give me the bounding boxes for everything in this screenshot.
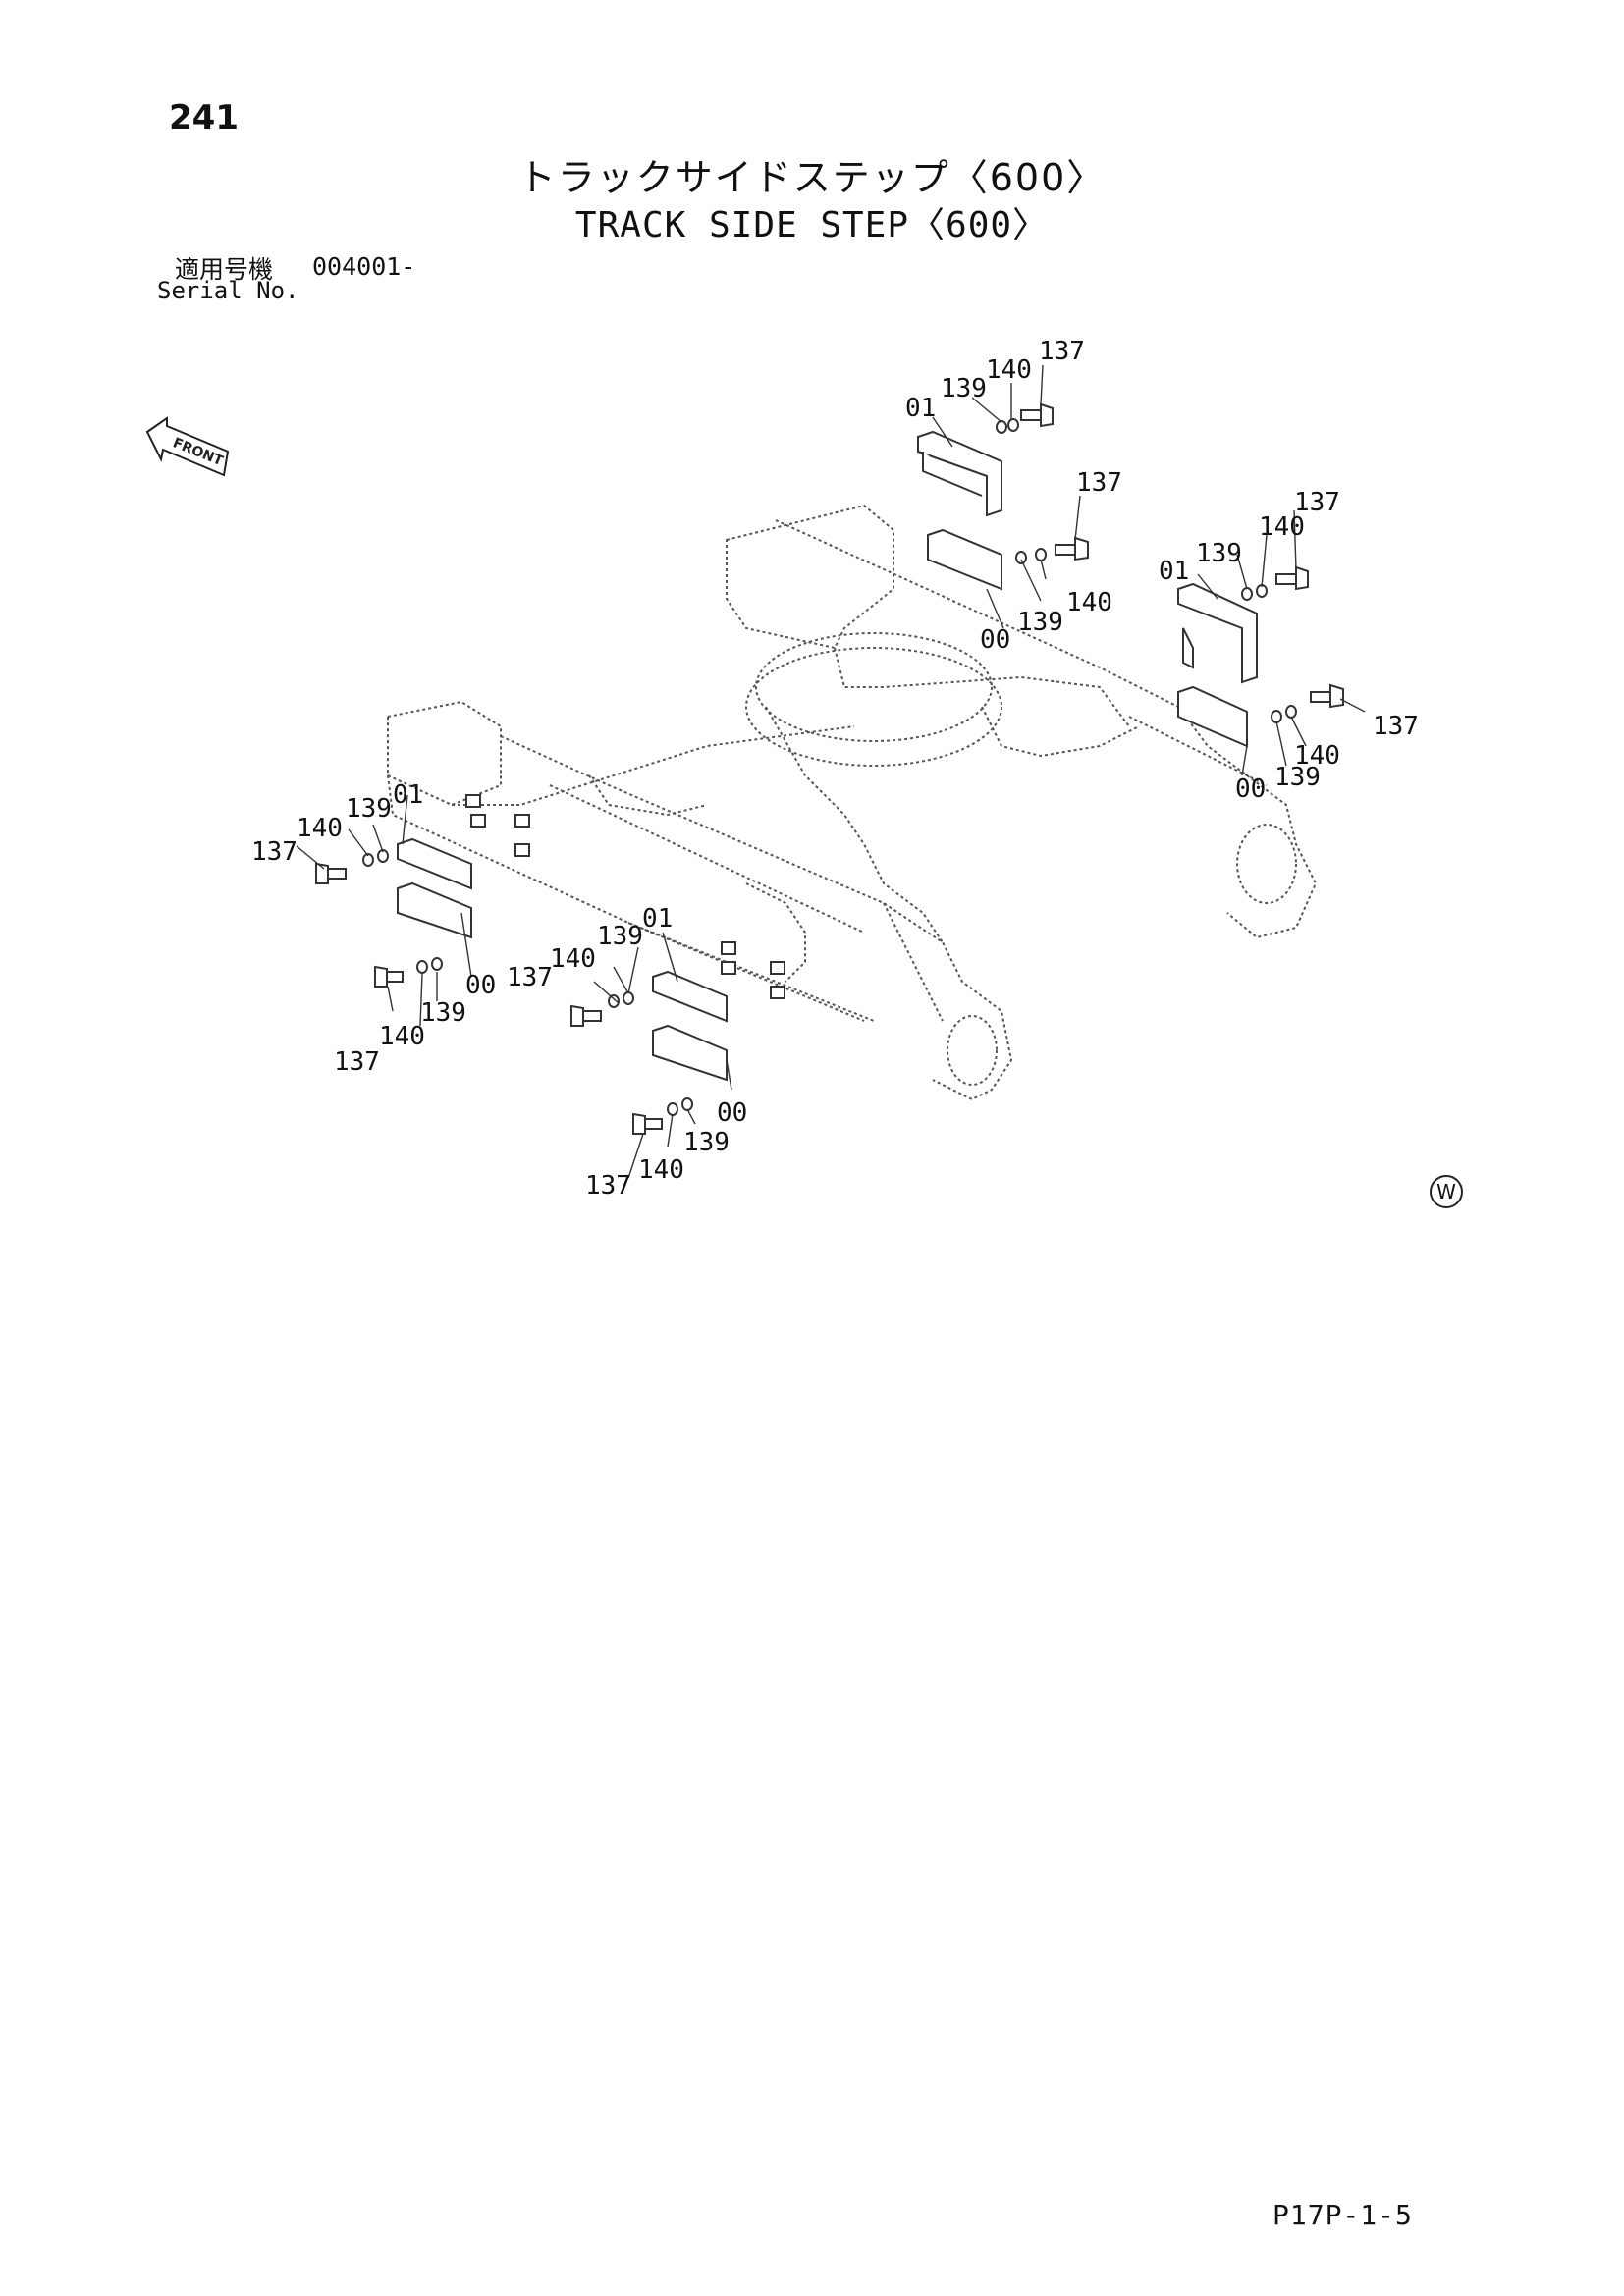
callout-label: 140: [297, 814, 343, 843]
callout-label: 140: [1294, 741, 1340, 771]
track-frame-outline: [387, 504, 1318, 1101]
callout-label: 01: [1159, 557, 1189, 586]
callout-label: 140: [550, 944, 596, 974]
callout-label: 00: [1235, 774, 1266, 804]
page-reference-code: P17P-1-5: [1272, 2199, 1413, 2231]
leader-lines: [296, 364, 1366, 1179]
callout-label: 139: [1017, 608, 1063, 637]
callout-label: 140: [986, 355, 1032, 385]
callout-label: 00: [717, 1098, 747, 1128]
callout-label: 140: [1066, 588, 1112, 617]
front-arrow-icon: FRONT: [145, 416, 230, 477]
callout-label: 140: [1259, 512, 1305, 542]
callout-label: 139: [683, 1128, 730, 1157]
watermark-icon: W: [1430, 1175, 1463, 1208]
callout-label: 139: [346, 794, 392, 824]
callout-label: 140: [379, 1022, 425, 1051]
callout-label: 139: [597, 922, 643, 951]
callout-label: 140: [638, 1155, 684, 1185]
page-title-japanese: トラックサイドステップ〈600〉: [517, 156, 1107, 199]
serial-number-range: 004001-: [312, 252, 416, 281]
callout-label: 139: [1196, 539, 1242, 568]
callout-label: 01: [905, 394, 936, 423]
callout-label: 137: [1076, 468, 1122, 498]
page-number: 241: [169, 98, 239, 137]
callout-label: 00: [465, 971, 496, 1000]
callout-label: 137: [507, 963, 553, 992]
callout-label: 01: [642, 904, 673, 934]
callout-label: 139: [420, 998, 466, 1028]
serial-label-english: Serial No.: [157, 277, 299, 304]
page-title-english: TRACK SIDE STEP〈600〉: [574, 205, 1050, 245]
callout-label: 137: [251, 837, 298, 867]
callout-label: 01: [393, 780, 423, 810]
callout-label: 137: [1294, 488, 1340, 517]
callout-label: 137: [1373, 712, 1419, 741]
callout-label: 139: [941, 374, 987, 403]
serial-label-japanese: 適用号機: [175, 255, 274, 284]
callout-label: 00: [980, 625, 1010, 655]
callout-label: 139: [1274, 763, 1321, 792]
callout-label: 137: [585, 1171, 631, 1201]
callout-label: 137: [1039, 337, 1085, 366]
callout-label: 137: [334, 1047, 380, 1077]
side-step-parts: [397, 430, 1258, 1082]
bolt-icons: [315, 402, 1344, 1135]
